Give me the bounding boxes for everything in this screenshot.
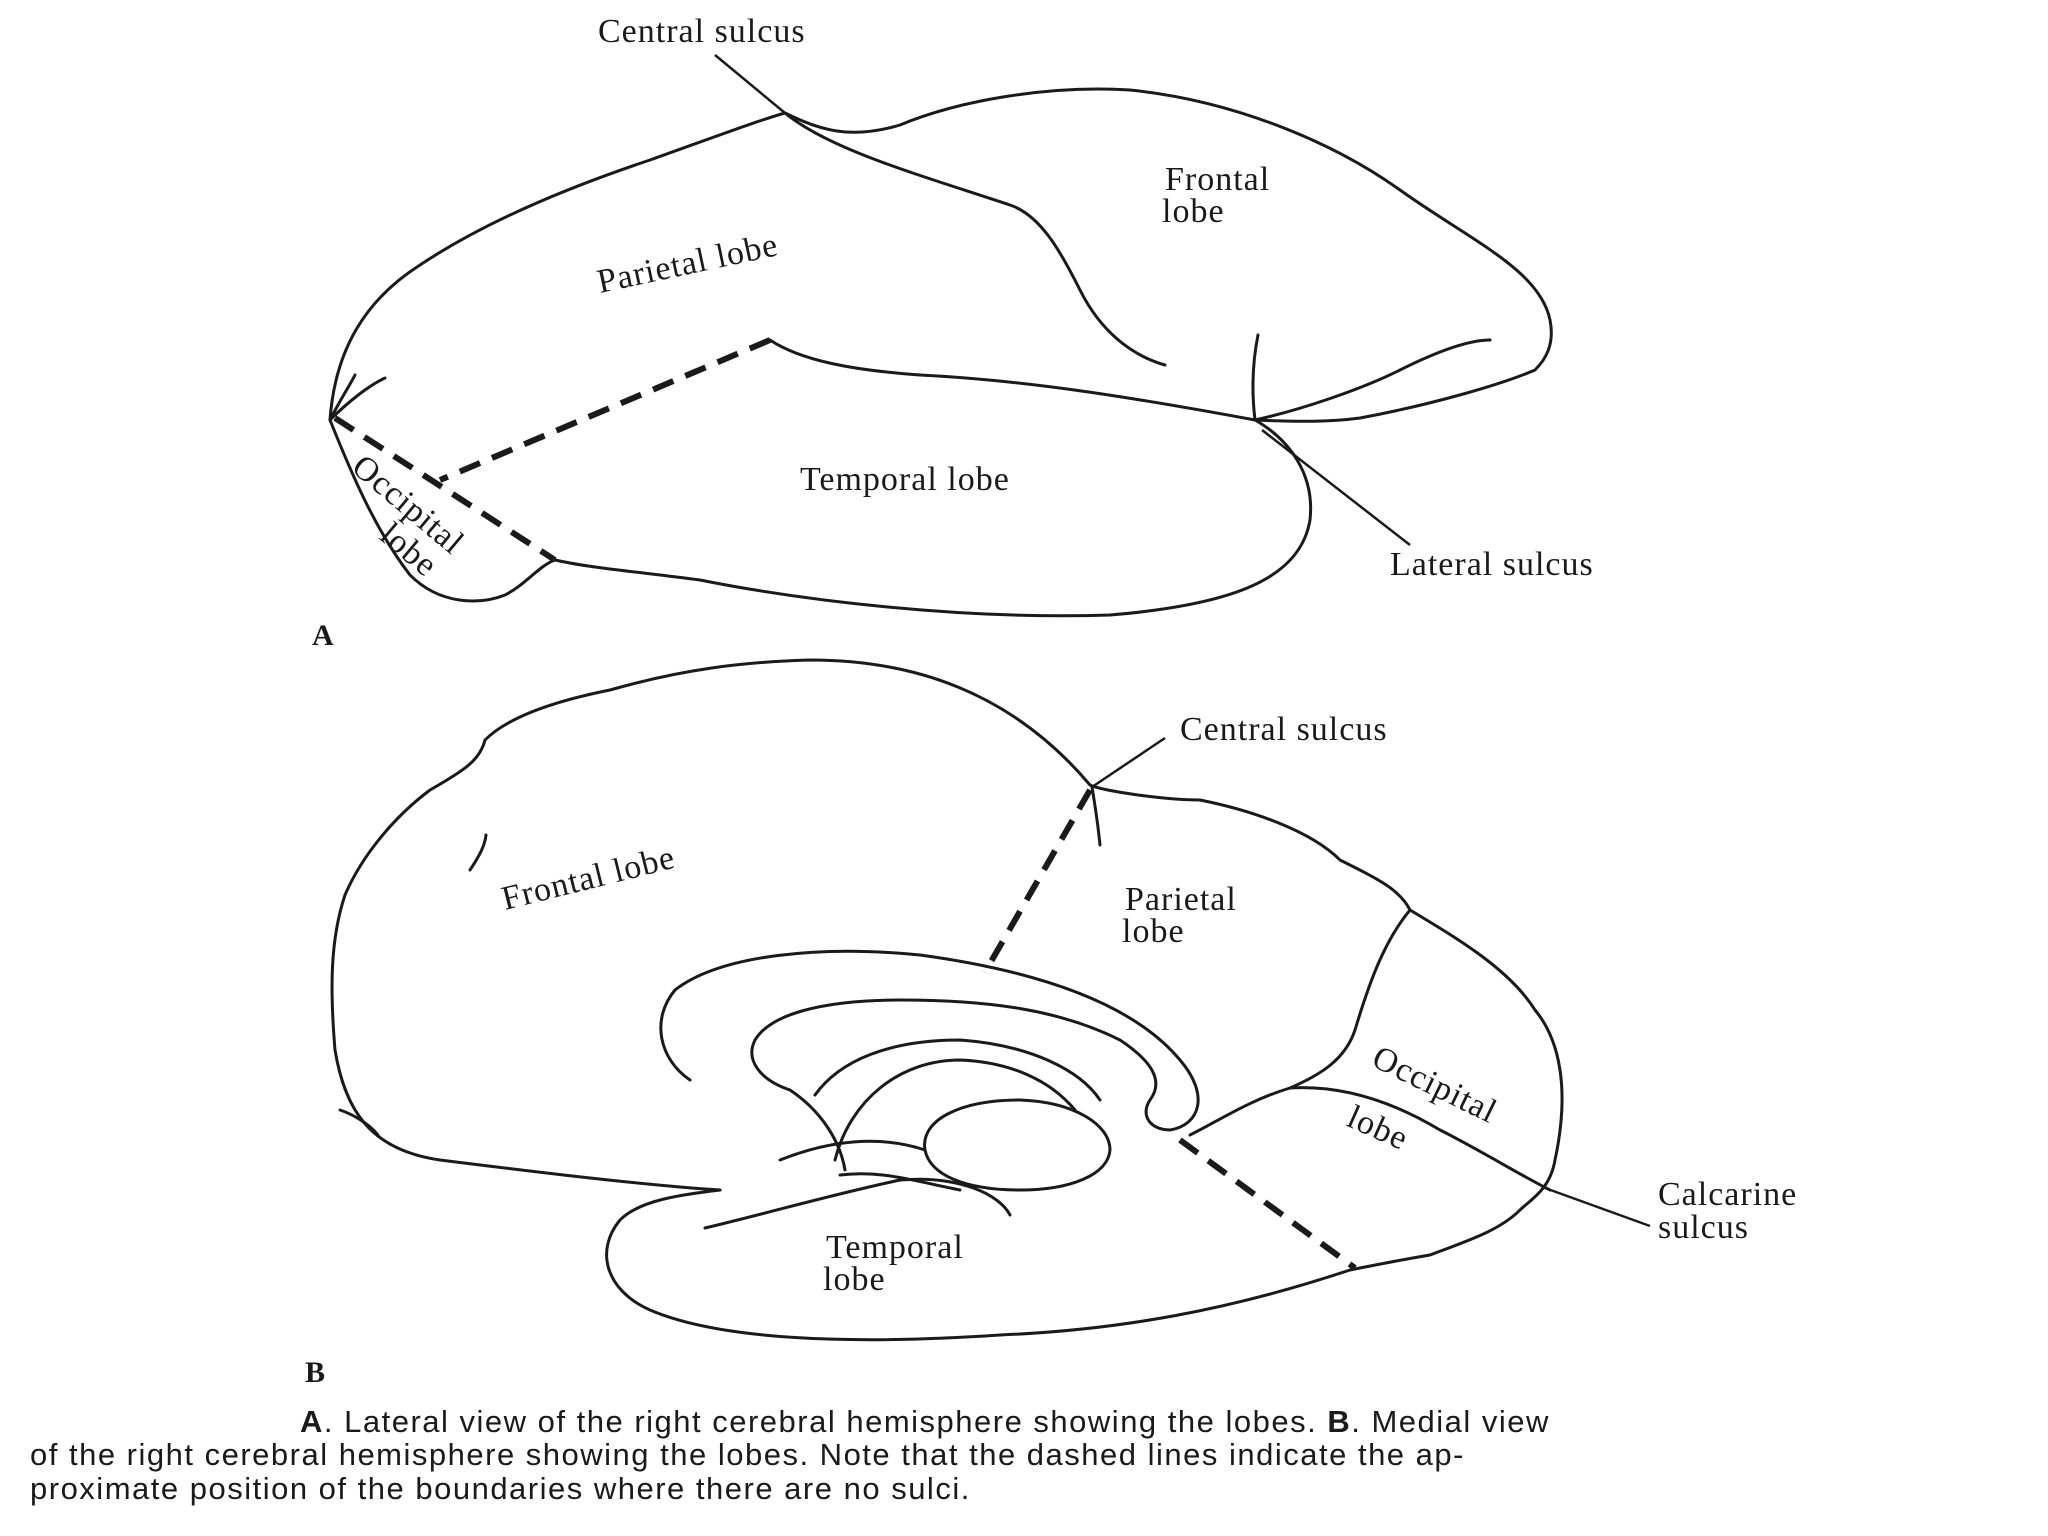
central-sulcus-leader-a	[714, 54, 786, 114]
lateral-dashed-boundary-parietal-temporal	[438, 337, 772, 483]
label-frontal-lobe-b: Frontal lobe	[498, 839, 679, 918]
medial-hemisphere-outline	[330, 658, 1564, 1257]
panel-letter-b: B	[305, 1356, 325, 1389]
label-parietal-lobe-a: Parietal lobe	[594, 226, 782, 300]
calcarine-sulcus-line	[1288, 1086, 1552, 1192]
frontal-base-groove	[338, 1108, 380, 1137]
figure-caption: A. Lateral view of the right cerebral he…	[30, 1405, 2020, 1506]
parietal-temporal-boundary	[768, 338, 1257, 422]
label-occipital-lobe-b-line2: lobe	[1342, 1099, 1414, 1158]
caption-marker-b: B	[1327, 1404, 1352, 1439]
central-sulcus-groove	[783, 111, 1167, 367]
lateral-view-diagram: Central sulcus Frontal lobe Parietal lob…	[312, 13, 1594, 652]
temporal-inner-curve	[703, 1177, 1012, 1230]
caption-line-2: of the right cerebral hemisphere showing…	[30, 1437, 1465, 1473]
lateral-dashed-boundary-occipital	[333, 415, 557, 563]
brainstem-curve	[778, 1139, 962, 1192]
label-parietal-lobe-b-line1: Parietal	[1125, 881, 1237, 918]
label-frontal-lobe-a-line1: Frontal	[1165, 161, 1270, 198]
label-central-sulcus-b: Central sulcus	[1180, 711, 1388, 748]
medial-dashed-boundary-occipital-temporal	[1178, 1137, 1357, 1271]
lateral-hemisphere-upper-outline	[328, 87, 1553, 423]
occipital-tip-notch	[328, 373, 387, 422]
calcarine-sulcus-leader	[1544, 1186, 1651, 1228]
medial-dashed-boundary-central	[982, 788, 1093, 974]
label-temporal-lobe-a: Temporal lobe	[800, 461, 1010, 498]
medial-temporal-outline	[605, 1188, 1432, 1342]
temporal-lobe-outline	[553, 418, 1313, 618]
lateral-sulcus-groove	[1251, 333, 1260, 422]
caption-line-3: proximate position of the boundaries whe…	[30, 1470, 971, 1506]
label-frontal-lobe-a-line2: lobe	[1162, 193, 1225, 230]
caption-line-1-text: . Lateral view of the right cerebral hem…	[323, 1404, 1318, 1439]
frontal-small-groove	[468, 833, 488, 872]
corpus-callosum-outer	[659, 949, 1200, 1132]
label-calcarine-sulcus-line2: sulcus	[1658, 1209, 1749, 1246]
caption-line-1-text-2: . Medial view	[1351, 1404, 1550, 1439]
thalamus-shape	[923, 1098, 1112, 1192]
fornix-curve	[788, 1038, 1102, 1172]
occipital-lobe-outline	[328, 418, 557, 603]
lateral-sulcus-leader	[1261, 429, 1411, 546]
label-parietal-lobe-b-line2: lobe	[1122, 913, 1185, 950]
label-temporal-lobe-b-line2: lobe	[823, 1261, 886, 1298]
medial-view-diagram: Central sulcus Frontal lobe Parietal lob…	[305, 658, 1797, 1389]
caption-marker-a: A	[300, 1404, 324, 1439]
central-sulcus-leader-b	[1091, 736, 1166, 789]
parieto-occipital-sulcus	[1288, 908, 1412, 1090]
label-lateral-sulcus: Lateral sulcus	[1390, 546, 1594, 583]
caption-line-1: A. Lateral view of the right cerebral he…	[30, 1405, 2020, 1438]
label-calcarine-sulcus-line1: Calcarine	[1658, 1176, 1797, 1213]
label-temporal-lobe-b-line1: Temporal	[826, 1229, 964, 1266]
frontal-lower-contour	[1253, 338, 1492, 422]
label-central-sulcus-a: Central sulcus	[598, 13, 806, 50]
calcarine-sulcus-extension	[1188, 1086, 1292, 1137]
central-sulcus-notch-b	[1090, 785, 1102, 847]
panel-letter-a: A	[312, 619, 334, 652]
